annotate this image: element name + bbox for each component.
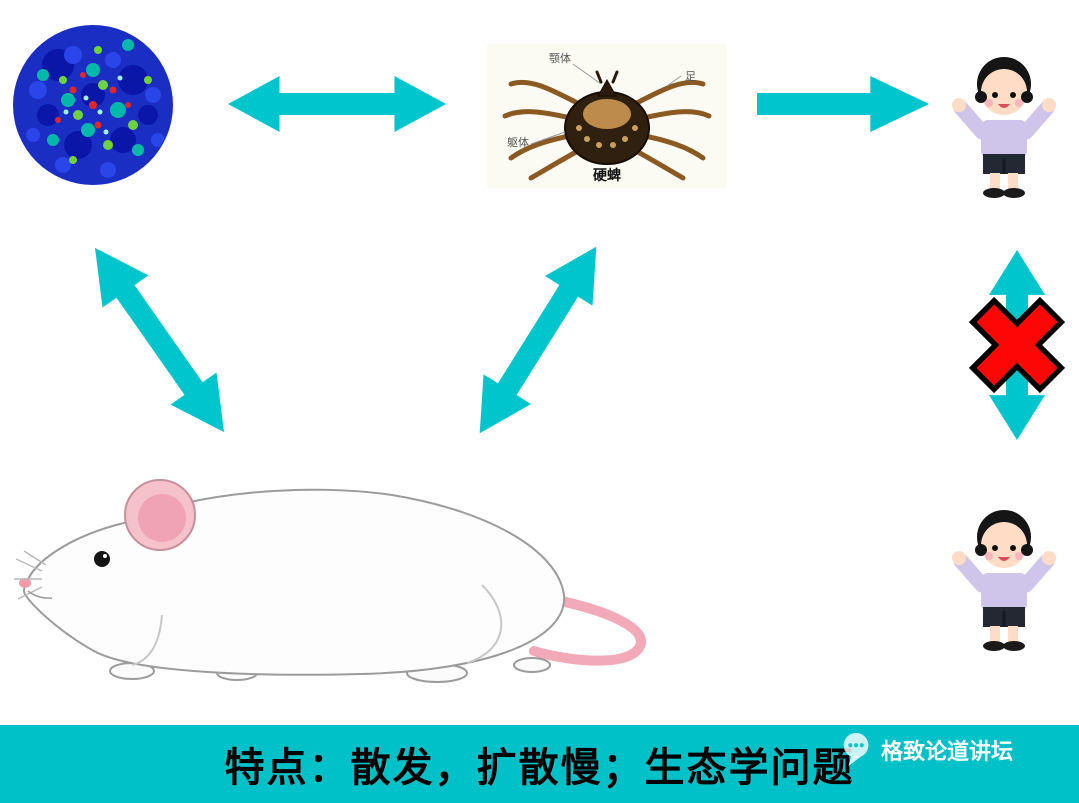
tick-label-leg: 足 <box>685 71 696 83</box>
boy-icon <box>952 57 1056 198</box>
child-figure-bottom <box>948 503 1060 655</box>
virus-icon <box>13 25 173 185</box>
tick-card: 颚体 足 躯体 硬蜱 <box>487 44 727 188</box>
caption-banner: 特点：散发，扩散慢；生态学问题 格致论道讲坛 <box>0 725 1079 803</box>
boy-icon <box>952 510 1056 651</box>
arrow-virus-tick <box>228 74 446 134</box>
red-cross-icon <box>968 296 1066 394</box>
mouse-icon <box>14 479 646 683</box>
tick-label-head: 颚体 <box>549 51 571 65</box>
arrow-virus-mouse <box>70 231 248 450</box>
arrow-tick-mouse <box>454 231 621 449</box>
double-arrow-icon <box>228 76 446 132</box>
child-figure-top <box>948 50 1060 202</box>
arrow-tick-human <box>757 74 929 134</box>
tick-caption: 硬蜱 <box>593 167 621 183</box>
brand-logo: 格致论道讲坛 <box>838 731 1013 769</box>
tick-icon: 颚体 足 躯体 硬蜱 <box>502 51 712 183</box>
banner-text: 特点：散发，扩散慢；生态学问题 <box>224 746 855 790</box>
speech-bubble-icon <box>843 732 869 767</box>
double-arrow-icon <box>94 247 225 433</box>
virus-image <box>8 20 178 190</box>
tick-label-body: 躯体 <box>507 135 529 149</box>
no-transmission-x-icon <box>963 291 1071 399</box>
mouse-image <box>12 465 647 685</box>
brand-logo-text: 格致论道讲坛 <box>880 739 1013 764</box>
double-arrow-icon <box>479 246 597 434</box>
right-arrow-icon <box>757 76 929 132</box>
